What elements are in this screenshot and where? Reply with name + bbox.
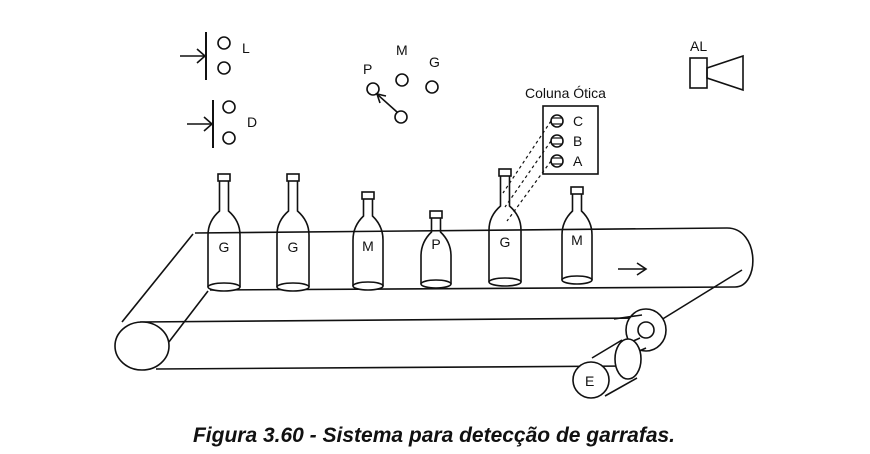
right-roller-edge xyxy=(613,314,643,320)
optical-column-box xyxy=(542,105,599,175)
switch-l: L xyxy=(180,32,250,80)
belt-right-lower-edge xyxy=(647,269,743,329)
bottle-body xyxy=(420,218,452,284)
motor-label: E xyxy=(585,373,594,389)
selector-pointer-head xyxy=(375,92,387,104)
lamp-p-label: P xyxy=(363,61,372,77)
sensor-b: B xyxy=(550,133,582,149)
lamp-group: P M G xyxy=(363,42,440,124)
belt-top-back-edge xyxy=(194,227,728,234)
lamp-g xyxy=(425,80,439,94)
bottle-cap xyxy=(286,173,300,182)
sensor-c-label: C xyxy=(573,113,583,129)
alarm-label: AL xyxy=(690,38,707,54)
bottle-cap xyxy=(361,191,375,200)
direction-arrow-head xyxy=(636,262,648,276)
sensor-a-ring xyxy=(550,154,564,168)
belt-return-top xyxy=(139,317,641,323)
bottle-cap xyxy=(498,168,512,177)
bottle-label: G xyxy=(219,239,230,255)
bottle-base xyxy=(352,281,384,291)
sensor-c-ring xyxy=(550,114,564,128)
right-roller-hub xyxy=(637,321,655,339)
switch-d-label: D xyxy=(247,114,257,130)
bottle-label: M xyxy=(571,232,583,248)
belt-left-top-edge xyxy=(121,233,194,323)
lamp-m-label: M xyxy=(396,42,408,58)
alarm-body xyxy=(689,57,708,89)
beam-a xyxy=(506,160,552,222)
bottle-base xyxy=(420,279,452,289)
bottle-base xyxy=(276,282,310,292)
bottle-label: M xyxy=(362,238,374,254)
sensor-a-label: A xyxy=(573,153,583,169)
bottle-cap xyxy=(429,210,443,219)
bottle-label: G xyxy=(288,239,299,255)
motor-front xyxy=(572,361,610,399)
bottle: P xyxy=(420,210,452,289)
bottle-body xyxy=(561,194,593,280)
bottle-label: P xyxy=(431,236,440,252)
bottle: G xyxy=(207,173,241,292)
sensor-c: C xyxy=(550,113,583,129)
alarm-horn: AL xyxy=(689,38,744,92)
beam-b xyxy=(504,140,552,208)
optical-column: Coluna Ótica C B A xyxy=(502,85,606,222)
bottle-base xyxy=(561,275,593,285)
switch-d-contact-bottom xyxy=(222,131,236,145)
switch-d: D xyxy=(187,100,257,148)
motor: E xyxy=(572,337,647,399)
sensor-b-label: B xyxy=(573,133,582,149)
bottle-base xyxy=(488,277,522,287)
motor-body-bottom xyxy=(604,377,638,397)
bottle: G xyxy=(488,168,522,287)
conveyor-belt xyxy=(114,227,754,371)
switch-l-contact-bottom xyxy=(217,61,231,75)
beam-c xyxy=(502,120,552,194)
bottle: M xyxy=(352,191,384,291)
figure-caption: Figura 3.60 - Sistema para detecção de g… xyxy=(193,424,675,447)
switch-l-contact-top xyxy=(217,36,231,50)
bottle-cap xyxy=(570,186,584,195)
left-roller xyxy=(114,321,170,371)
motor-body-top xyxy=(591,339,623,359)
alarm-cone xyxy=(706,54,744,92)
sensor-b-ring xyxy=(550,134,564,148)
direction-arrow xyxy=(618,262,648,276)
bottle-body xyxy=(276,181,310,287)
bottle-body xyxy=(488,176,522,282)
bottle: G xyxy=(276,173,310,292)
belt-right-curve xyxy=(726,227,754,288)
motor-rear-cap xyxy=(614,338,642,380)
bottle-body xyxy=(352,199,384,286)
bottle-cap xyxy=(217,173,231,182)
belt-return-bottom xyxy=(155,365,631,370)
bottle-body xyxy=(207,181,241,287)
switch-d-contact-top xyxy=(222,100,236,114)
selector-pointer xyxy=(377,94,398,113)
bottle-base xyxy=(207,282,241,292)
lamp-pivot xyxy=(394,110,408,124)
sensor-a: A xyxy=(550,153,583,169)
lamp-g-label: G xyxy=(429,54,440,70)
bottle-label: G xyxy=(500,234,511,250)
optical-column-title: Coluna Ótica xyxy=(525,85,606,101)
lamp-m xyxy=(395,73,409,87)
lamp-p xyxy=(366,82,380,96)
bottle: M xyxy=(561,186,593,285)
switch-l-label: L xyxy=(242,40,250,56)
